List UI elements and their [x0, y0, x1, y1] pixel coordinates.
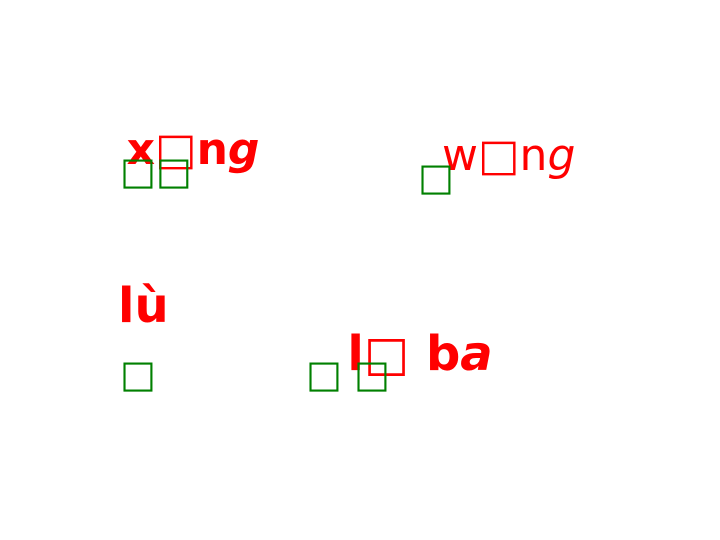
- pinyin-text-4-tail: a: [460, 326, 493, 382]
- pinyin-text-3: lù: [118, 278, 169, 334]
- hanzi-text-3: □: [120, 352, 156, 396]
- pinyin-text-1-tail: g: [227, 124, 260, 175]
- pinyin-text-1-main: x□n: [126, 124, 228, 175]
- pinyin-text-2-main: w□n: [441, 130, 548, 181]
- hanzi-text-1: □□: [120, 149, 192, 193]
- hanzi-text-2: □: [418, 155, 454, 199]
- pinyin-text-4-main: l□ b: [347, 326, 461, 382]
- hanzi-text-4: □ □: [306, 352, 390, 396]
- pinyin-text-4: l□ ba: [314, 282, 492, 378]
- pinyin-text-2: w□ng: [414, 90, 575, 178]
- pinyin-text-1: x□ng: [96, 84, 260, 175]
- pinyin-text-2-tail: g: [547, 130, 576, 181]
